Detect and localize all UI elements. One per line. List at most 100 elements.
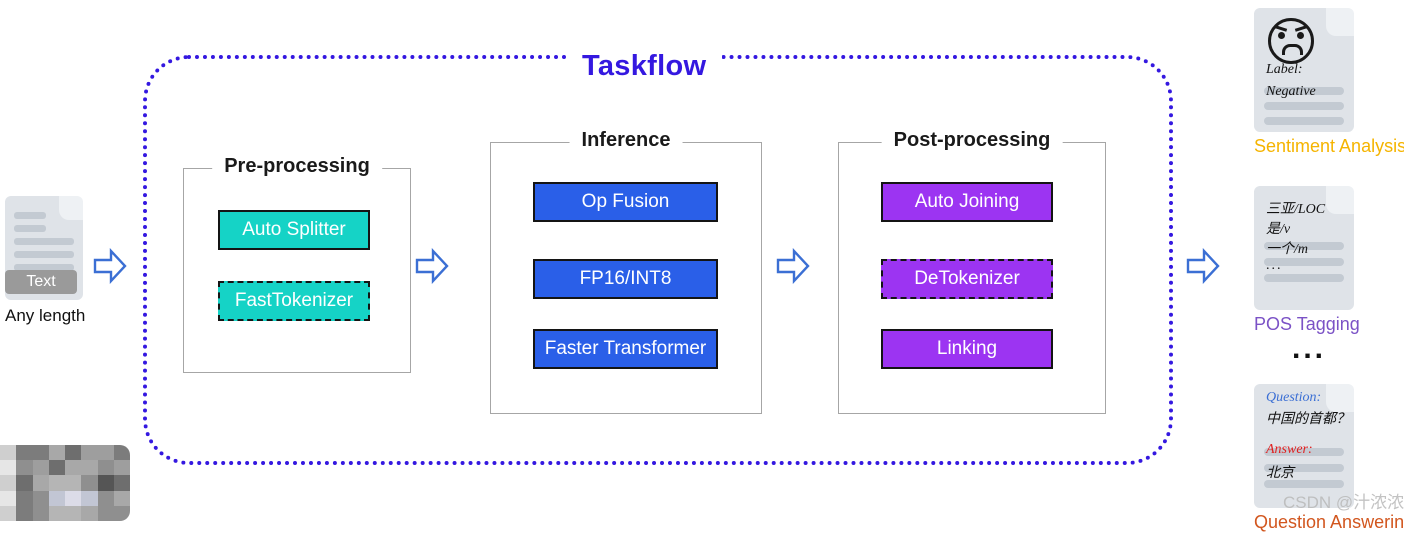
output-label-question-answering: Question Answering	[1254, 512, 1404, 532]
document-icon: Question: 中国的首都？ Answer: 北京	[1254, 384, 1354, 508]
mosaic-tile	[48, 460, 66, 477]
mosaic-tile	[48, 445, 66, 461]
output-label-sentiment: Sentiment Analysis	[1254, 136, 1404, 156]
mosaic-tile	[32, 505, 50, 521]
mosaic-tile	[0, 460, 17, 477]
mosaic-tile	[97, 475, 115, 492]
output-label-pos-tagging: POS Tagging	[1254, 314, 1360, 334]
mosaic-tile	[16, 505, 34, 521]
mosaic-tile	[65, 460, 82, 477]
mosaic-tile	[32, 445, 50, 461]
doc-text-line	[1264, 448, 1344, 456]
eye-right	[1297, 32, 1304, 39]
document-icon: Text	[5, 196, 83, 300]
doc-text-line	[14, 264, 74, 271]
frown-mouth	[1282, 44, 1303, 55]
eye-left	[1278, 32, 1285, 39]
doc-text-line	[14, 251, 74, 258]
mosaic-tile	[65, 490, 82, 507]
mosaic-tile	[16, 445, 34, 461]
page-fold	[1326, 186, 1354, 214]
outputs-ellipsis: ...	[1292, 332, 1327, 365]
mosaic-tile	[0, 445, 17, 461]
document-icon: Label: Negative	[1254, 8, 1354, 132]
pos-token-line-1: 三亚/LOC	[1266, 202, 1326, 217]
doc-text-line	[14, 212, 46, 219]
mosaic-tile	[97, 505, 115, 521]
mosaic-tile	[65, 445, 82, 461]
node-auto-splitter[interactable]: Auto Splitter	[218, 210, 370, 250]
mosaic-tile	[81, 490, 99, 507]
mosaic-tile	[48, 475, 66, 492]
group-pre-processing: Pre-processing	[183, 155, 411, 373]
group-inference: Inference	[490, 129, 762, 414]
mosaic-tile	[81, 460, 99, 477]
right-arrow-icon	[415, 248, 449, 284]
doc-text-line	[14, 225, 46, 232]
page-fold	[1326, 8, 1354, 36]
mosaic-tile	[81, 475, 99, 492]
node-faster-transformer[interactable]: Faster Transformer	[533, 329, 718, 369]
taskflow-title: Taskflow	[566, 50, 723, 83]
doc-text-line	[1264, 464, 1344, 472]
node-linking[interactable]: Linking	[881, 329, 1053, 369]
sentiment-label-text: Label:	[1266, 62, 1303, 77]
mosaic-tile	[113, 475, 130, 492]
mosaic-tile	[81, 445, 99, 461]
mosaic-tile	[113, 460, 130, 477]
node-auto-joining[interactable]: Auto Joining	[881, 182, 1053, 222]
qa-answer-text: 北京	[1266, 466, 1294, 481]
text-chip: Text	[5, 270, 77, 294]
qa-answer-label: Answer:	[1266, 442, 1313, 457]
page-fold	[1326, 384, 1354, 412]
pos-token-line-4: ...	[1266, 258, 1283, 273]
mosaic-tile	[113, 445, 130, 461]
doc-text-line	[14, 238, 74, 245]
eyebrow-right	[1294, 25, 1308, 32]
doc-text-line	[1264, 274, 1344, 282]
group-title: Pre-processing	[212, 155, 382, 178]
mosaic-tile	[97, 490, 115, 507]
document-icon: 三亚/LOC 是/v 一个/m ...	[1254, 186, 1354, 310]
mosaic-tile	[16, 460, 34, 477]
right-arrow-icon	[93, 248, 127, 284]
mosaic-tile	[81, 505, 99, 521]
diagram-canvas: Text Any length Taskflow Pre-processing …	[0, 8, 1404, 532]
mosaic-tile	[113, 490, 130, 507]
eyebrow-left	[1274, 25, 1288, 32]
input-caption: Any length	[5, 306, 86, 325]
pixelated-block	[0, 445, 130, 521]
mosaic-tile	[32, 460, 50, 477]
group-title: Inference	[569, 129, 683, 152]
pos-token-line-3: 一个/m	[1266, 242, 1308, 257]
sentiment-value-text: Negative	[1266, 84, 1316, 99]
node-op-fusion[interactable]: Op Fusion	[533, 182, 718, 222]
mosaic-tile	[97, 445, 115, 461]
qa-question-text: 中国的首都？	[1266, 412, 1350, 427]
qa-question-label: Question:	[1266, 390, 1322, 405]
node-fasttokenizer[interactable]: FastTokenizer	[218, 281, 370, 321]
mosaic-tile	[0, 505, 17, 521]
mosaic-tile	[16, 490, 34, 507]
mosaic-tile	[0, 475, 17, 492]
page-fold	[59, 196, 83, 220]
right-arrow-icon	[1186, 248, 1220, 284]
angry-face-icon	[1268, 18, 1314, 64]
mosaic-tile	[48, 505, 66, 521]
output-sentiment-analysis: Label: Negative Sentiment Analysis	[1254, 8, 1404, 156]
doc-text-line	[1264, 102, 1344, 110]
mosaic-tile	[48, 490, 66, 507]
node-fp16-int8[interactable]: FP16/INT8	[533, 259, 718, 299]
input-document-block: Text Any length	[5, 196, 97, 325]
doc-text-line	[1264, 258, 1344, 266]
mosaic-tile	[65, 475, 82, 492]
node-detokenizer[interactable]: DeTokenizer	[881, 259, 1053, 299]
mosaic-tile	[0, 490, 17, 507]
group-title: Post-processing	[881, 129, 1063, 152]
output-question-answering: Question: 中国的首都？ Answer: 北京 Question Ans…	[1254, 384, 1404, 532]
mosaic-tile	[32, 490, 50, 507]
mosaic-tile	[32, 475, 50, 492]
doc-text-line	[1264, 480, 1344, 488]
output-pos-tagging: 三亚/LOC 是/v 一个/m ... POS Tagging	[1254, 186, 1360, 334]
group-post-processing: Post-processing	[838, 129, 1106, 414]
